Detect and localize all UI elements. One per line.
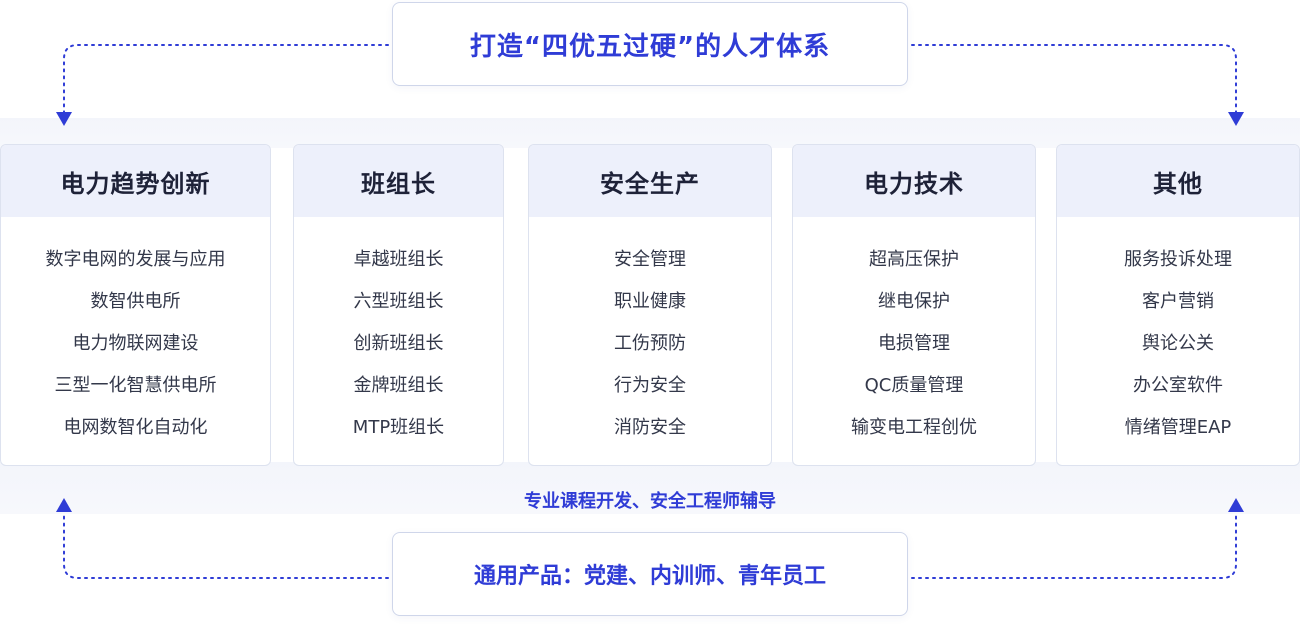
card-item: 客户营销 <box>1142 291 1214 312</box>
category-card-trend-innovation: 电力趋势创新 数字电网的发展与应用 数智供电所 电力物联网建设 三型一化智慧供电… <box>0 144 271 466</box>
card-item: 超高压保护 <box>869 249 959 270</box>
card-item-list: 服务投诉处理 客户营销 舆论公关 办公室软件 情绪管理EAP <box>1057 217 1299 449</box>
card-item: 卓越班组长 <box>353 249 444 270</box>
card-item: 行为安全 <box>614 375 686 396</box>
card-title: 电力趋势创新 <box>1 145 270 217</box>
card-item: 继电保护 <box>878 291 950 312</box>
card-title: 电力技术 <box>793 145 1035 217</box>
card-item: 情绪管理EAP <box>1124 417 1232 438</box>
connector-bottom-left <box>63 511 389 579</box>
card-title: 班组长 <box>294 145 503 217</box>
card-item: 电力物联网建设 <box>72 333 199 354</box>
card-item: 电损管理 <box>878 333 950 354</box>
card-item: 安全管理 <box>614 249 686 270</box>
card-item: 消防安全 <box>614 417 686 438</box>
card-item: 电网数智化自动化 <box>63 417 208 438</box>
arrow-top-left <box>56 112 72 126</box>
card-item: 办公室软件 <box>1133 375 1223 396</box>
top-title: 打造“四优五过硬”的人才体系 <box>469 31 831 62</box>
card-item: 职业健康 <box>614 291 686 312</box>
subtitle: 专业课程开发、安全工程师辅导 <box>524 491 776 512</box>
card-item-list: 安全管理 职业健康 工伤预防 行为安全 消防安全 <box>529 217 771 449</box>
category-card-power-technology: 电力技术 超高压保护 继电保护 电损管理 QC质量管理 输变电工程创优 <box>792 144 1036 466</box>
card-item: 三型一化智慧供电所 <box>54 375 217 396</box>
card-title: 其他 <box>1057 145 1299 217</box>
card-item: QC质量管理 <box>864 375 964 396</box>
card-item: 服务投诉处理 <box>1124 249 1232 270</box>
card-item: 输变电工程创优 <box>851 417 977 438</box>
card-item: 创新班组长 <box>353 333 444 354</box>
category-card-team-leader: 班组长 卓越班组长 六型班组长 创新班组长 金牌班组长 MTP班组长 <box>293 144 504 466</box>
card-title: 安全生产 <box>529 145 771 217</box>
category-card-other: 其他 服务投诉处理 客户营销 舆论公关 办公室软件 情绪管理EAP <box>1056 144 1300 466</box>
card-item: 六型班组长 <box>353 291 444 312</box>
card-item-list: 超高压保护 继电保护 电损管理 QC质量管理 输变电工程创优 <box>793 217 1035 449</box>
background-band-bottom <box>0 462 1300 514</box>
bottom-title-box: 通用产品：党建、内训师、青年员工 <box>392 532 908 616</box>
card-item: 金牌班组长 <box>353 375 444 396</box>
arrow-bottom-left <box>56 498 72 512</box>
top-title-box: 打造“四优五过硬”的人才体系 <box>392 2 908 86</box>
connector-top-left <box>63 44 389 113</box>
card-item: 数字电网的发展与应用 <box>45 249 226 270</box>
background-band-top <box>0 118 1300 148</box>
arrow-bottom-right <box>1228 498 1244 512</box>
card-item-list: 数字电网的发展与应用 数智供电所 电力物联网建设 三型一化智慧供电所 电网数智化… <box>1 217 270 449</box>
card-item: 舆论公关 <box>1142 333 1214 354</box>
card-item: MTP班组长 <box>352 417 445 438</box>
card-item: 数智供电所 <box>90 291 181 312</box>
arrow-top-right <box>1228 112 1244 126</box>
category-card-safety-production: 安全生产 安全管理 职业健康 工伤预防 行为安全 消防安全 <box>528 144 772 466</box>
connector-top-right <box>911 44 1237 113</box>
connector-bottom-right <box>911 511 1237 579</box>
card-item-list: 卓越班组长 六型班组长 创新班组长 金牌班组长 MTP班组长 <box>294 217 503 449</box>
card-item: 工伤预防 <box>614 333 686 354</box>
bottom-title: 通用产品：党建、内训师、青年员工 <box>473 564 826 589</box>
